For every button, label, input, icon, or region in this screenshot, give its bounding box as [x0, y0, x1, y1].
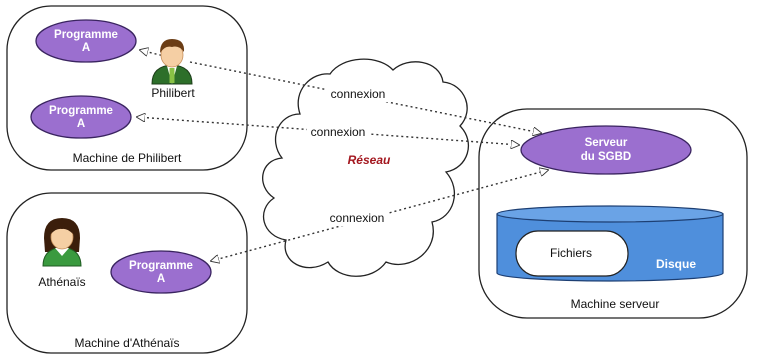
connection-label-3-group: connexion: [326, 210, 388, 226]
program-a-3: Programme A: [110, 250, 212, 294]
files-box: Fichiers: [515, 230, 629, 277]
dbms-server-line2: du SGBD: [581, 151, 631, 163]
disk: Disque Fichiers: [496, 205, 724, 282]
female-user-icon: [42, 218, 82, 267]
connection-label-2-group: connexion: [307, 124, 369, 140]
program-a-1-line2: A: [82, 42, 90, 54]
program-a-1: Programme A: [35, 19, 137, 63]
connection-label-3: connexion: [330, 211, 385, 225]
athenais-name: Athénaïs: [38, 275, 85, 289]
disk-label: Disque: [656, 257, 696, 271]
program-a-3-line1: Programme: [129, 260, 193, 272]
connection-label-1-group: connexion: [327, 86, 389, 102]
connection-label-1: connexion: [331, 87, 386, 101]
program-a-2: Programme A: [30, 95, 132, 139]
machine-server-label: Machine serveur: [571, 297, 660, 311]
connection-label-2: connexion: [311, 125, 366, 139]
connection-line-philibert-user: [140, 50, 173, 59]
program-a-2-line2: A: [77, 118, 85, 130]
philibert-name: Philibert: [151, 86, 195, 100]
connection-line-3: [211, 170, 548, 261]
machine-athenais-label: Machine d'Athénaïs: [74, 336, 179, 350]
program-a-2-line1: Programme: [49, 105, 113, 117]
program-a-3-line2: A: [157, 273, 165, 285]
dbms-server-line1: Serveur: [585, 137, 628, 149]
male-user-icon: [151, 39, 193, 85]
files-label: Fichiers: [550, 246, 592, 260]
machine-philibert-label: Machine de Philibert: [73, 151, 182, 165]
dbms-server: Serveur du SGBD: [520, 125, 692, 175]
program-a-1-line1: Programme: [54, 29, 118, 41]
network-label: Réseau: [348, 153, 391, 167]
